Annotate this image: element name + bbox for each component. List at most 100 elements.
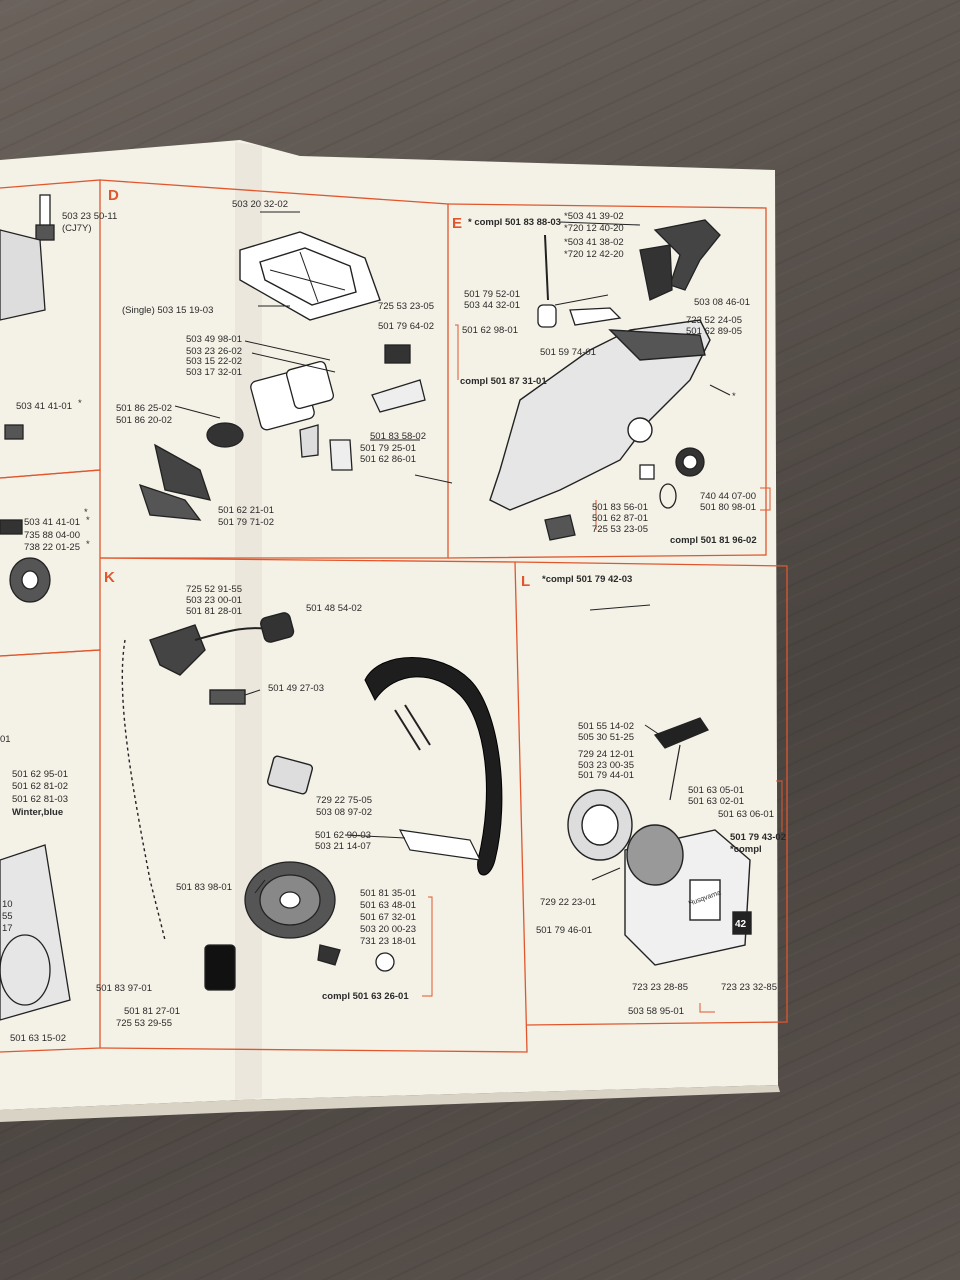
part-label: 740 44 07-00 [700,491,756,502]
part-label: 501 86 25-02 [116,403,172,414]
part-label: * [78,398,82,409]
front-handle-bar-icon [364,657,503,876]
part-label: 501 79 46-01 [536,925,592,936]
starter-handle-icon [653,717,709,801]
part-label: 503 17 32-01 [186,367,242,378]
part-label: 503 23 00-35 [578,760,634,771]
part-label: 738 22 01-25 [24,542,80,553]
throttle-trigger-icon [537,219,721,328]
carburetor-icon [138,344,426,521]
panel-frames [0,179,788,1053]
part-label: 501 59 74-01 [540,347,596,358]
part-label: (Single) 503 15 19-03 [122,305,214,316]
part-label: *503 41 39-02 [564,211,624,222]
part-label: 503 08 97-02 [316,807,372,818]
part-label: * [86,539,90,550]
part-label: 501 83 56-01 [592,502,648,513]
part-label: 55 [2,911,13,922]
model-number: 42 [735,919,747,930]
part-label: 501 48 54-02 [306,603,362,614]
part-label: 17 [2,923,13,934]
part-label: 503 58 95-01 [628,1006,684,1017]
part-label: 729 22 23-01 [540,897,596,908]
part-label: 503 15 22-02 [186,356,242,367]
part-label: *720 12 42-20 [564,249,624,260]
part-label: 501 86 20-02 [116,415,172,426]
part-label: 503 08 46-01 [694,297,750,308]
compl-label: compl 501 63 26-01 [322,991,409,1002]
piston-icon [0,229,71,1021]
part-label: 501 81 35-01 [360,888,416,899]
spark-plug-icon [35,194,55,241]
part-label: 501 79 44-01 [578,770,634,781]
part-label: 725 53 23-05 [378,301,434,312]
leader-lines [174,211,731,894]
part-label: 729 22 75-05 [316,795,372,806]
part-label: 501 62 21-01 [218,505,274,516]
part-label: * [732,391,736,402]
part-label: 501 79 52-01 [464,289,520,300]
part-label: 503 49 98-01 [186,334,242,345]
part-label: 503 44 32-01 [464,300,520,311]
part-label: 501 62 89-05 [686,326,742,337]
compl-label: compl 501 81 96-02 [670,535,757,546]
part-label: 501 62 95-01 [12,769,68,780]
part-label: * [86,515,90,526]
part-label: 501 79 64-02 [378,321,434,332]
part-label: 731 23 18-01 [360,936,416,947]
part-label: (CJ7Y) [62,223,92,234]
part-label: 723 23 32-85 [721,982,777,993]
starter-housing-icon [567,789,752,966]
part-label: 01 [0,734,11,745]
part-label: 501 83 58-02 [370,431,426,442]
compl-label: 501 79 43-02 [730,832,786,843]
part-note: Winter,blue [12,807,64,818]
part-label: 501 49 27-03 [268,683,324,694]
fuel-cap-icon [544,447,705,541]
part-label: 501 81 27-01 [124,1006,180,1017]
section-k-letter: K [104,569,115,586]
ignition-coil-icon [121,612,314,941]
part-label: *720 12 40-20 [564,223,624,234]
part-label: 503 23 00-01 [186,595,242,606]
part-label: 501 80 98-01 [700,502,756,513]
part-label: 725 53 23-05 [592,524,648,535]
part-label: 501 55 14-02 [578,721,634,732]
part-label: * [84,507,88,518]
part-label: 723 23 28-85 [632,982,688,993]
paper-edge [0,1085,780,1122]
part-label: 503 23 50-11 [62,211,118,222]
part-label: 501 62 90-03 [315,830,371,841]
part-label: 501 83 97-01 [96,983,152,994]
rear-handle-icon [489,319,711,511]
section-e-letter: E [452,215,463,232]
part-label: 501 83 98-01 [176,882,232,893]
part-label: 735 88 04-00 [24,530,80,541]
part-label: 501 81 28-01 [186,606,242,617]
part-label: 501 62 98-01 [462,325,518,336]
part-label: 503 41 41-01 [16,401,72,412]
part-label: 501 63 48-01 [360,900,416,911]
part-label: 501 67 32-01 [360,912,416,923]
part-label: 501 79 25-01 [360,443,416,454]
part-label: 501 63 15-02 [10,1033,66,1044]
air-filter-cover-icon [239,231,381,321]
compl-label: compl 501 87 31-01 [460,376,547,387]
section-d-letter: D [108,187,119,204]
part-label: 10 [2,899,13,910]
part-label: 501 62 81-02 [12,781,68,792]
part-label: 503 20 32-02 [232,199,288,210]
part-label: 723 52 24-05 [686,315,742,326]
part-label: 501 62 86-01 [360,454,416,465]
part-label: 725 53 29-55 [116,1018,172,1029]
flywheel-icon [204,861,395,991]
compl-brackets [422,324,783,1013]
part-label: 503 23 26-02 [186,346,242,357]
part-label: 501 62 81-03 [12,794,68,805]
part-label: 725 52 91-55 [186,584,242,595]
part-label: 503 41 41-01 [24,517,80,528]
section-l-letter: L [521,573,531,590]
compl-note: *compl [730,844,762,855]
